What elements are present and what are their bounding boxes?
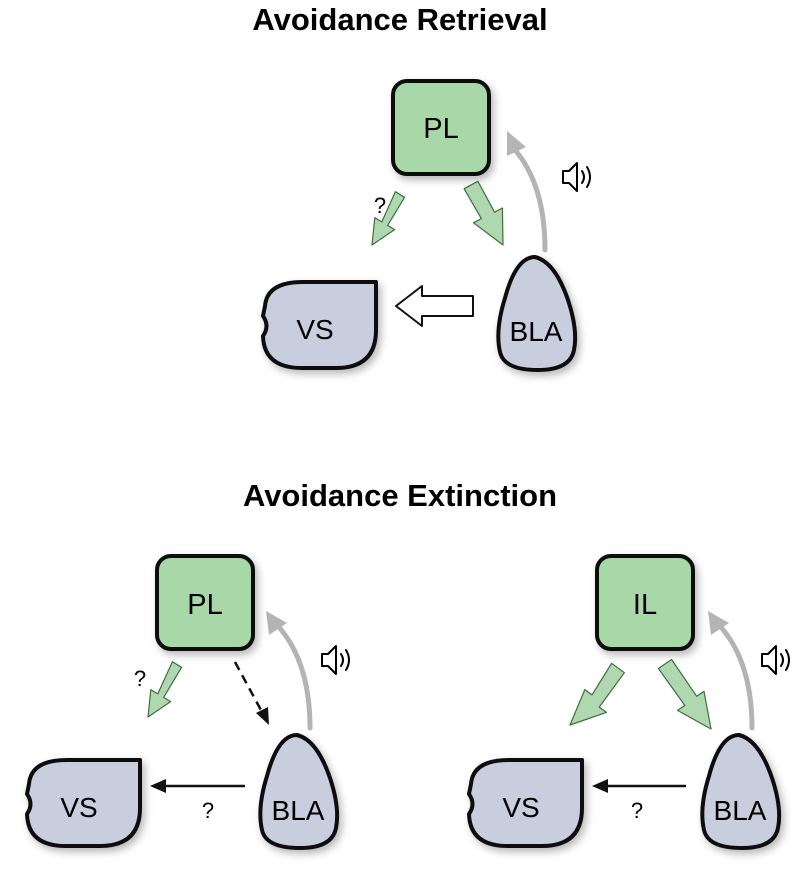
bla-to-pl-tone-arrow	[512, 147, 548, 253]
il-label: IL	[633, 589, 657, 621]
bla-to-pl-arrowhead	[266, 611, 287, 635]
pl-label: PL	[423, 113, 458, 145]
pl-to-vs-arrow	[371, 191, 406, 246]
speaker-icon	[321, 645, 350, 675]
pl-to-vs-question: ?	[374, 193, 386, 218]
bla-to-vs-arrow	[395, 285, 474, 327]
bla-node: BLA	[496, 255, 578, 372]
extinction-pl-panel: PL VS BLA ? ?	[25, 554, 350, 850]
bla-to-il-tone-arrow	[717, 623, 755, 731]
vs-node: VS	[261, 280, 378, 370]
il-node: IL	[595, 554, 695, 651]
vs-node: VS	[467, 758, 584, 848]
bla-to-pl-tone-arrow	[275, 623, 313, 731]
pl-to-vs-question: ?	[134, 666, 146, 691]
pl-node: PL	[155, 554, 255, 651]
bla-node: BLA	[258, 733, 340, 850]
pl-to-bla-dashed-arrowhead	[256, 707, 269, 725]
bla-node: BLA	[700, 733, 782, 850]
vs-label: VS	[60, 792, 97, 823]
bla-to-vs-arrowhead	[592, 779, 608, 793]
speaker-icon	[562, 162, 591, 192]
bla-to-vs-question: ?	[202, 798, 214, 823]
il-to-vs-arrow	[569, 662, 626, 726]
title-avoidance-extinction: Avoidance Extinction	[242, 478, 558, 513]
vs-node: VS	[25, 758, 142, 848]
speaker-icon	[761, 645, 790, 675]
bla-label: BLA	[714, 795, 767, 826]
bla-label: BLA	[272, 795, 325, 826]
bla-to-vs-arrowhead	[150, 779, 166, 793]
vs-label: VS	[502, 792, 539, 823]
pl-to-bla-arrow	[463, 180, 504, 246]
bla-to-pl-arrowhead	[507, 131, 526, 156]
pl-node: PL	[391, 79, 491, 176]
title-avoidance-retrieval: Avoidance Retrieval	[252, 2, 548, 37]
retrieval-panel: PL VS BLA ?	[261, 79, 591, 372]
bla-to-il-arrowhead	[708, 611, 729, 635]
pl-label: PL	[187, 589, 222, 621]
vs-label: VS	[296, 314, 333, 345]
pl-to-vs-arrow	[147, 661, 183, 718]
bla-label: BLA	[510, 316, 563, 347]
pl-to-bla-dashed-arrow	[233, 661, 264, 713]
il-to-bla-arrow	[657, 658, 712, 730]
bla-to-vs-question: ?	[631, 798, 643, 823]
extinction-il-panel: IL VS BLA ?	[467, 554, 790, 850]
